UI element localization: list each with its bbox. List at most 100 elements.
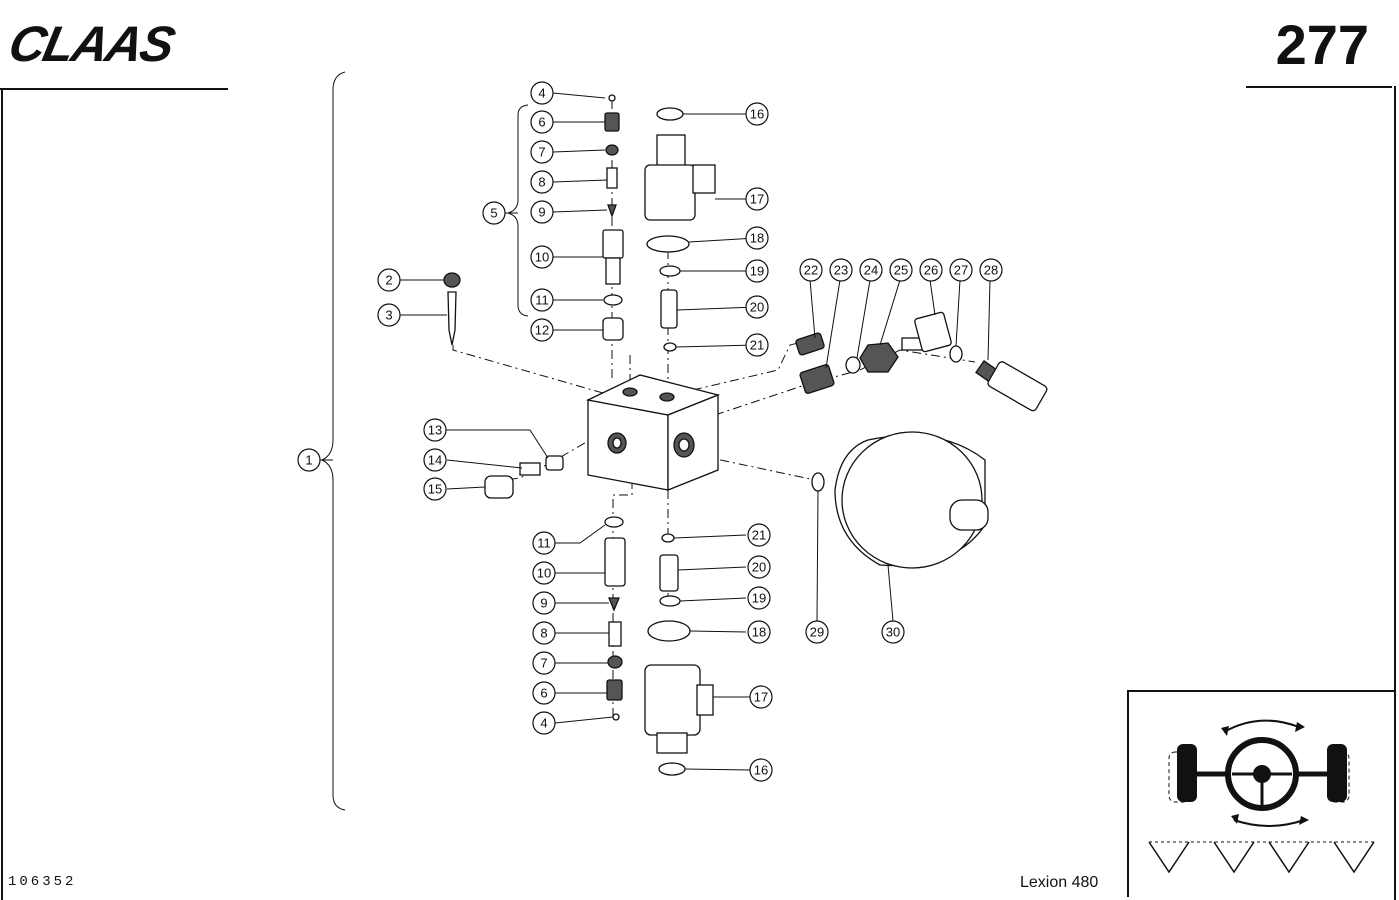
svg-text:4: 4 bbox=[538, 86, 545, 101]
svg-text:27: 27 bbox=[954, 263, 968, 278]
svg-text:9: 9 bbox=[538, 205, 545, 220]
svg-text:8: 8 bbox=[540, 626, 547, 641]
callout-13: 13 bbox=[423, 418, 447, 442]
upper-check-valve-parts bbox=[602, 94, 624, 341]
callout-18-lower: 18 bbox=[747, 620, 771, 644]
header-rule-right bbox=[1246, 86, 1392, 88]
svg-text:23: 23 bbox=[834, 263, 848, 278]
steering-wheel-icon bbox=[1148, 719, 1375, 874]
svg-text:16: 16 bbox=[754, 763, 768, 778]
callout-19-lower: 19 bbox=[747, 586, 771, 610]
svg-text:17: 17 bbox=[750, 192, 764, 207]
svg-text:22: 22 bbox=[804, 263, 818, 278]
callout-17: 17 bbox=[745, 187, 769, 211]
callout-21: 21 bbox=[745, 333, 769, 357]
assembly-brace bbox=[320, 71, 346, 811]
callout-17-lower: 17 bbox=[749, 685, 773, 709]
assembly-line-right-upper bbox=[692, 339, 811, 391]
svg-text:19: 19 bbox=[750, 264, 764, 279]
callout-24: 24 bbox=[859, 258, 883, 282]
svg-text:25: 25 bbox=[894, 263, 908, 278]
svg-text:19: 19 bbox=[752, 591, 766, 606]
callout-4-lower: 4 bbox=[532, 711, 556, 735]
callout-16: 16 bbox=[745, 102, 769, 126]
frame-line-left bbox=[1, 88, 3, 900]
svg-text:12: 12 bbox=[535, 323, 549, 338]
callout-18: 18 bbox=[745, 226, 769, 250]
svg-text:11: 11 bbox=[535, 293, 549, 308]
callout-19: 19 bbox=[745, 259, 769, 283]
callout-7: 7 bbox=[530, 140, 554, 164]
callout-8-lower: 8 bbox=[532, 621, 556, 645]
svg-text:24: 24 bbox=[864, 263, 878, 278]
svg-text:13: 13 bbox=[428, 423, 442, 438]
callout-12: 12 bbox=[530, 318, 554, 342]
callout-20: 20 bbox=[745, 295, 769, 319]
callout-14: 14 bbox=[423, 448, 447, 472]
svg-text:10: 10 bbox=[537, 566, 551, 581]
machine-model-label: Lexion 480 bbox=[1020, 874, 1099, 891]
svg-text:1: 1 bbox=[305, 453, 312, 468]
callout-29: 29 bbox=[805, 620, 829, 644]
callout-11-lower: 11 bbox=[532, 531, 556, 555]
svg-text:21: 21 bbox=[750, 338, 764, 353]
callout-4: 4 bbox=[530, 81, 554, 105]
callout-28: 28 bbox=[979, 258, 1003, 282]
svg-text:30: 30 bbox=[886, 625, 900, 640]
callout-23: 23 bbox=[829, 258, 853, 282]
svg-text:8: 8 bbox=[538, 175, 545, 190]
callout-1: 1 bbox=[297, 448, 321, 472]
assembly-line-right-lower bbox=[714, 349, 976, 416]
svg-text:20: 20 bbox=[752, 560, 766, 575]
callout-7-lower: 7 bbox=[532, 651, 556, 675]
header-rule-left bbox=[0, 88, 228, 90]
callout-15: 15 bbox=[423, 477, 447, 501]
svg-text:17: 17 bbox=[754, 690, 768, 705]
callout-22: 22 bbox=[799, 258, 823, 282]
callout-20-lower: 20 bbox=[747, 555, 771, 579]
callout-leader-lines bbox=[320, 92, 991, 771]
svg-text:20: 20 bbox=[750, 300, 764, 315]
callout-26: 26 bbox=[919, 258, 943, 282]
svg-text:4: 4 bbox=[540, 716, 547, 731]
callout-16-lower: 16 bbox=[749, 758, 773, 782]
callout-21-lower: 21 bbox=[747, 523, 771, 547]
svg-text:14: 14 bbox=[428, 453, 442, 468]
left-side-parts bbox=[443, 272, 564, 499]
callout-2: 2 bbox=[377, 268, 401, 292]
valve-block bbox=[585, 374, 721, 491]
callout-6-lower: 6 bbox=[532, 681, 556, 705]
callout-10-lower: 10 bbox=[532, 561, 556, 585]
lower-solenoid-parts bbox=[644, 533, 714, 776]
frame-line-right bbox=[1394, 86, 1396, 900]
right-side-fittings bbox=[795, 311, 1048, 412]
callout-9: 9 bbox=[530, 200, 554, 224]
svg-text:26: 26 bbox=[924, 263, 938, 278]
svg-text:6: 6 bbox=[538, 115, 545, 130]
svg-text:21: 21 bbox=[752, 528, 766, 543]
subassembly-bracket bbox=[506, 104, 529, 317]
upper-solenoid-parts bbox=[644, 107, 716, 352]
page-number: 277 bbox=[1275, 13, 1369, 76]
callout-11: 11 bbox=[530, 288, 554, 312]
callout-25: 25 bbox=[889, 258, 913, 282]
svg-text:2: 2 bbox=[385, 273, 392, 288]
lower-check-valve-parts bbox=[604, 516, 626, 721]
svg-text:5: 5 bbox=[490, 206, 497, 221]
accumulator-parts bbox=[811, 431, 989, 569]
svg-text:11: 11 bbox=[537, 536, 551, 551]
callout-27: 27 bbox=[949, 258, 973, 282]
svg-text:7: 7 bbox=[540, 656, 547, 671]
callout-3: 3 bbox=[377, 303, 401, 327]
svg-text:6: 6 bbox=[540, 686, 547, 701]
callout-6: 6 bbox=[530, 110, 554, 134]
steering-axle-inset bbox=[1127, 690, 1394, 897]
callout-8: 8 bbox=[530, 170, 554, 194]
svg-text:28: 28 bbox=[984, 263, 998, 278]
callout-5: 5 bbox=[482, 201, 506, 225]
callout-9-lower: 9 bbox=[532, 591, 556, 615]
svg-text:3: 3 bbox=[385, 308, 392, 323]
svg-text:18: 18 bbox=[752, 625, 766, 640]
svg-text:18: 18 bbox=[750, 231, 764, 246]
